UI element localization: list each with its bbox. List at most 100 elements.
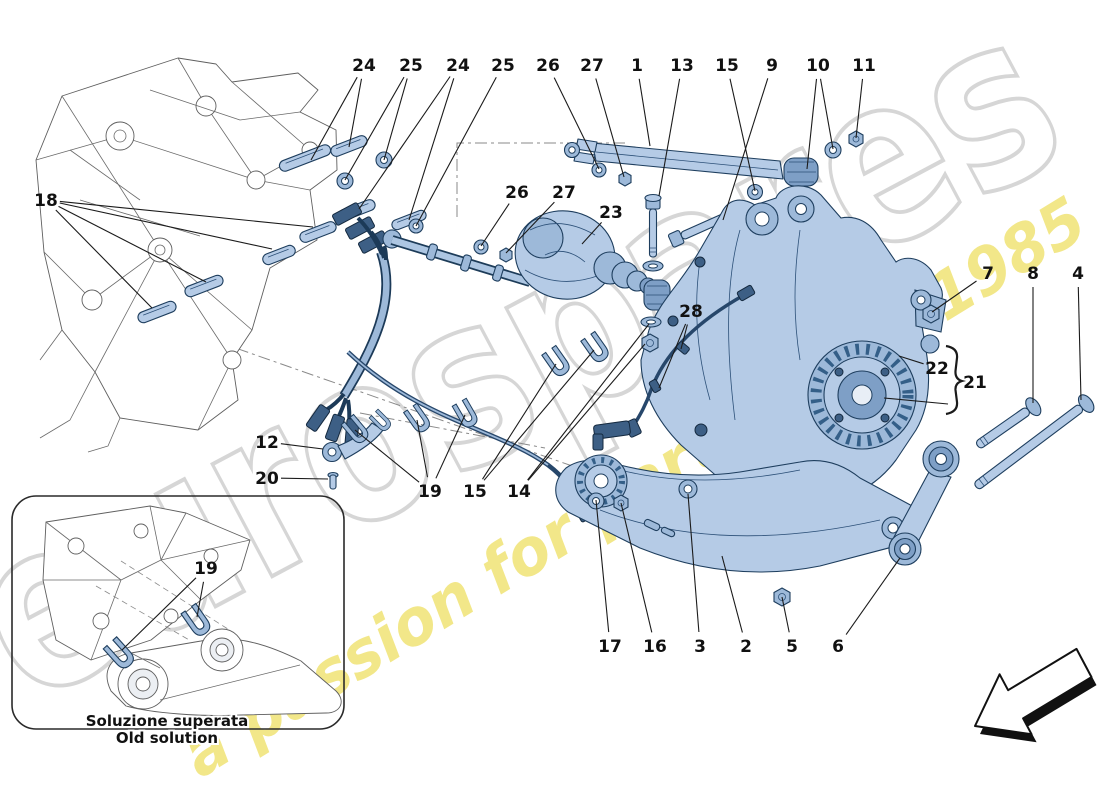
callout-28-16: 28 xyxy=(679,302,703,322)
callout-27-14: 27 xyxy=(552,183,576,203)
leader-line-13 xyxy=(658,78,681,197)
inset-caption-english: Old solution xyxy=(116,729,218,747)
leader-line-25 xyxy=(344,76,405,181)
leader-line-24 xyxy=(310,76,358,161)
nut xyxy=(618,171,632,187)
leader-line-23 xyxy=(581,222,603,245)
callout-24-2: 24 xyxy=(446,56,470,76)
leader-line-27 xyxy=(595,78,625,178)
lower-arm xyxy=(555,454,923,573)
upper-arm xyxy=(563,138,819,187)
toe-link-upper-bushing xyxy=(922,440,960,478)
callout-2-30: 2 xyxy=(740,637,752,657)
washer xyxy=(473,239,489,255)
toe-link-lower-bushing xyxy=(888,532,922,566)
callout-22-20: 22 xyxy=(925,359,949,379)
leader-line-28 xyxy=(658,323,687,389)
leader-line-22 xyxy=(898,355,924,365)
leader-line-15 xyxy=(483,349,595,481)
callout-13-7: 13 xyxy=(670,56,694,76)
pin-20 xyxy=(327,471,339,490)
leader-21-bearing xyxy=(883,397,949,405)
callout-24-0: 24 xyxy=(352,56,376,76)
callout-11-11: 11 xyxy=(852,56,876,76)
leader-line-26 xyxy=(553,77,600,170)
leader-line-15 xyxy=(482,363,557,480)
leader-line-24 xyxy=(358,76,451,210)
callout-3-29: 3 xyxy=(694,637,706,657)
callout-23-15: 23 xyxy=(599,203,623,223)
washer xyxy=(640,316,662,328)
callout-1-6: 1 xyxy=(631,56,643,76)
leader-line-4 xyxy=(1077,286,1082,401)
driveshaft-rod xyxy=(382,229,532,287)
abs-sensor xyxy=(592,420,631,451)
leader-line-16 xyxy=(620,502,653,633)
inset-box xyxy=(11,495,345,730)
callout-21-21: 21 xyxy=(963,373,987,393)
leader-line-14 xyxy=(527,343,646,481)
washer xyxy=(591,162,607,178)
leader-line-24 xyxy=(348,78,363,148)
leader-line-19 xyxy=(354,429,420,483)
callout-16-28: 16 xyxy=(643,637,667,657)
callout-4-19: 4 xyxy=(1072,264,1084,284)
leader-line-5 xyxy=(781,596,790,633)
fork-clips xyxy=(340,330,609,444)
wheel-knuckle xyxy=(640,185,947,510)
leader-line-17 xyxy=(595,499,610,633)
callout-9-9: 9 xyxy=(766,56,778,76)
leader-line-3 xyxy=(687,493,700,633)
leader-line-9 xyxy=(722,78,769,221)
leader-line-28 xyxy=(680,324,688,350)
leader-line-24 xyxy=(408,78,455,221)
callout-25-1: 25 xyxy=(399,56,423,76)
leader-line-18 xyxy=(59,202,273,250)
leader-line-25 xyxy=(383,78,408,161)
leader-line-14 xyxy=(527,323,650,481)
harness-connectors-upper xyxy=(332,202,388,261)
callout-20-23: 20 xyxy=(255,469,279,489)
differential-housing xyxy=(514,210,671,311)
leader-line-20 xyxy=(280,477,329,480)
toe-link xyxy=(888,440,960,566)
callout-17-27: 17 xyxy=(598,637,622,657)
callout-10-10: 10 xyxy=(806,56,830,76)
bolt-8 xyxy=(976,397,1042,449)
nut xyxy=(641,333,659,353)
callout-26-13: 26 xyxy=(505,183,529,203)
washer xyxy=(642,260,664,272)
callout-14-26: 14 xyxy=(507,482,531,502)
leader-line-18 xyxy=(55,209,153,309)
leader-line-18 xyxy=(59,200,314,228)
leader-line-27 xyxy=(505,201,555,254)
leader-line-19 xyxy=(196,581,205,618)
abs-sensor-cable xyxy=(592,284,756,451)
leader-line-1 xyxy=(638,78,651,147)
inset-fork-clips xyxy=(102,602,211,669)
callout-7-17: 7 xyxy=(982,264,994,284)
callout-5-31: 5 xyxy=(786,637,798,657)
callout-27-5: 27 xyxy=(580,56,604,76)
inset-assembly-lines xyxy=(95,560,232,642)
leader-line-6 xyxy=(845,557,901,635)
leader-line-19 xyxy=(435,414,466,479)
leader-line-2 xyxy=(721,555,743,633)
callout-25-3: 25 xyxy=(491,56,515,76)
callout-18-12: 18 xyxy=(34,191,58,211)
leader-line-10 xyxy=(819,78,834,150)
callout-19-24: 19 xyxy=(418,482,442,502)
callout-15-8: 15 xyxy=(715,56,739,76)
leader-line-19 xyxy=(121,577,197,651)
washer xyxy=(824,141,842,159)
callout-6-32: 6 xyxy=(832,637,844,657)
inset-old-solution: Soluzione superata Old solution xyxy=(11,495,345,749)
leader-line-11 xyxy=(855,78,864,139)
nut xyxy=(848,130,864,148)
direction-arrow-icon xyxy=(974,647,1097,743)
leader-line-7 xyxy=(931,280,977,313)
nut xyxy=(499,247,513,263)
hub-bearing xyxy=(807,340,917,450)
